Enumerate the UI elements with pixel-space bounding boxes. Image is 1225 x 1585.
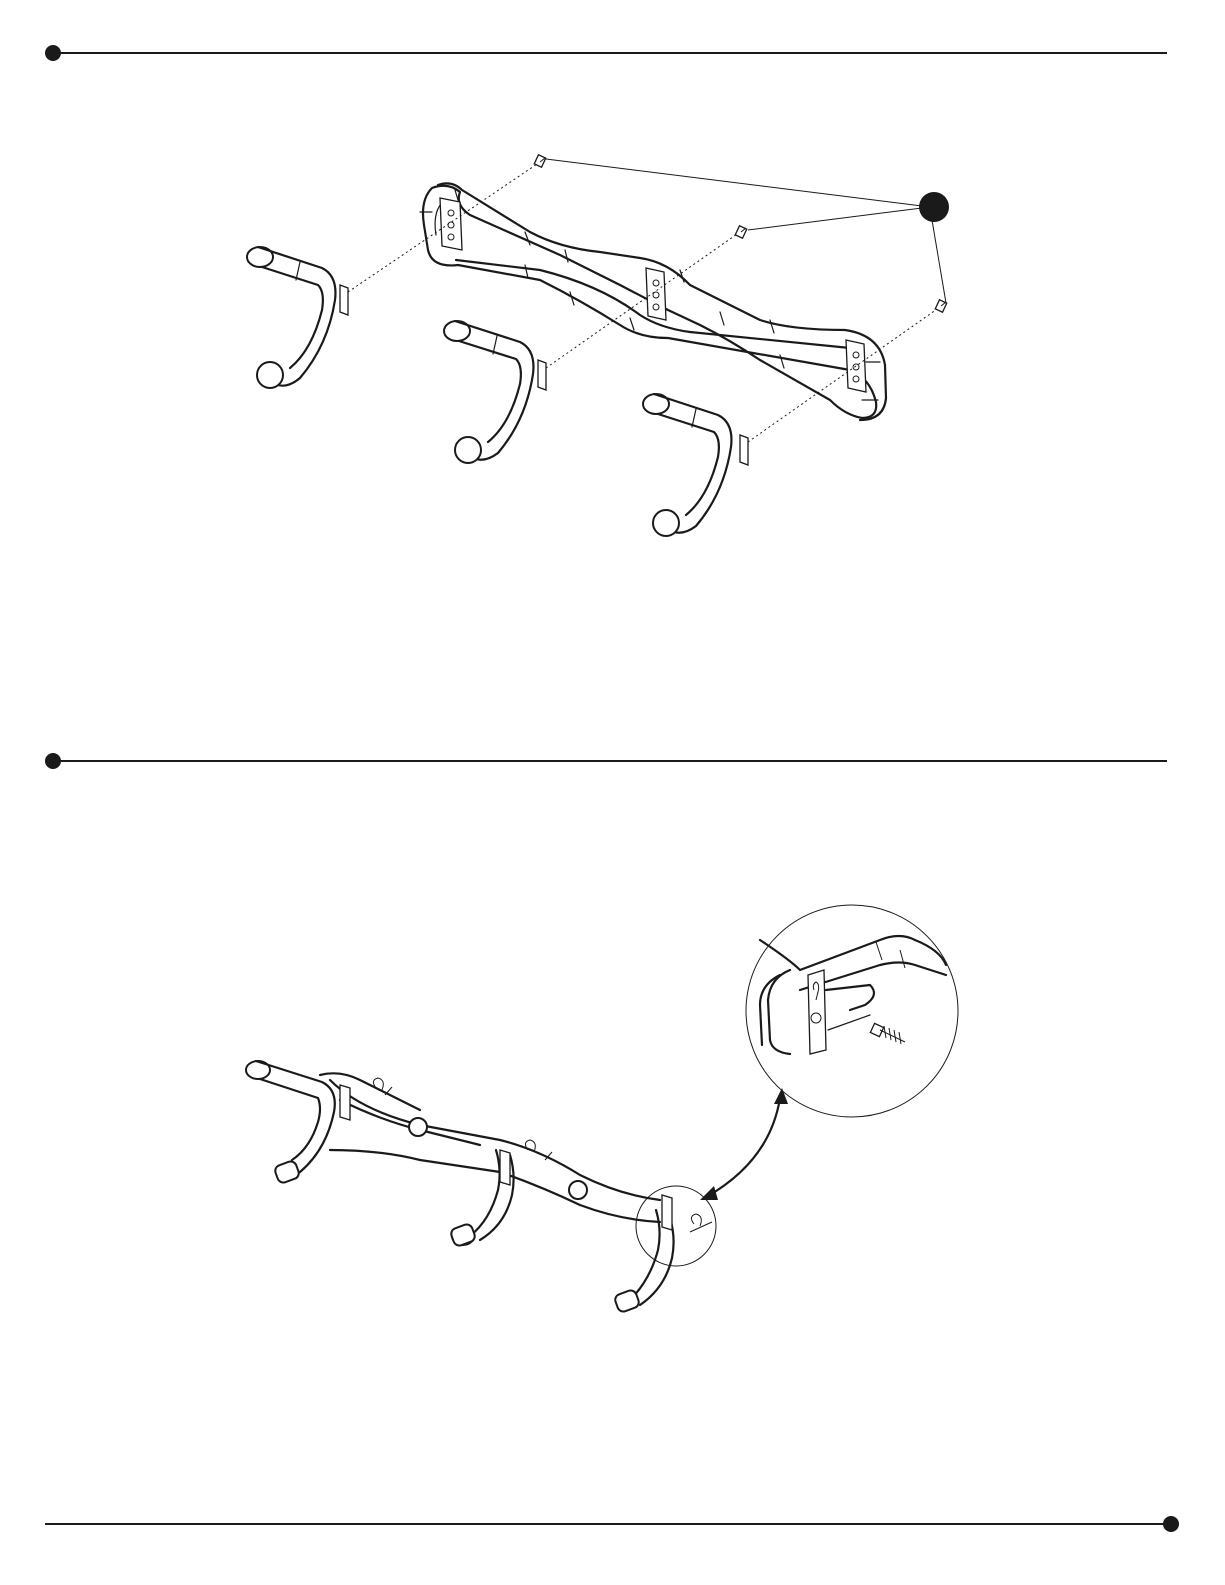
wall-screw-icon [870, 1023, 905, 1044]
frame-bracket-right [846, 340, 866, 392]
frame-bracket-middle [646, 268, 666, 320]
step-1-header-rule [45, 45, 1167, 61]
bolt-2 [735, 226, 746, 238]
hook-arm-1 [247, 247, 348, 388]
footer-rule [45, 1516, 1179, 1532]
step-bullet-icon [45, 45, 61, 61]
hook-arm-2 [444, 321, 546, 463]
bolt-1 [534, 155, 545, 167]
bolt-3 [935, 300, 946, 312]
bolt-callout [546, 159, 949, 303]
step-1-exploded-view [247, 155, 949, 536]
step-2-header-rule [45, 753, 1167, 769]
frame-bracket-left [440, 198, 462, 250]
callout-marker-icon [919, 192, 949, 222]
magnified-detail [746, 905, 958, 1117]
assembled-rack [246, 1061, 674, 1313]
step-bullet-icon [45, 753, 61, 769]
page-end-bullet-icon [1163, 1516, 1179, 1532]
step-2-mounting-view [246, 905, 958, 1313]
hook-arm-3 [643, 394, 748, 536]
detail-arrow-icon [700, 1088, 788, 1200]
